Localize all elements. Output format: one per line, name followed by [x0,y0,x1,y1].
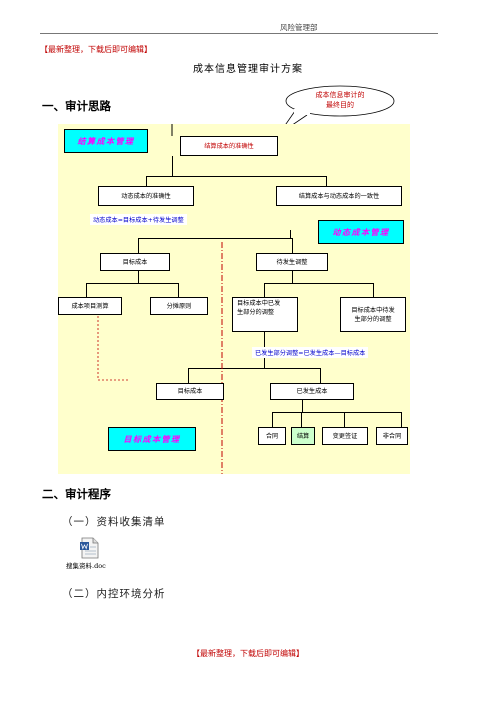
callout-line-1: 成本信息审计的 [315,91,365,99]
label-dynamic-cost-mgmt: 动态成本管理 [318,220,404,244]
box-occurred-cost: 已发生成本 [270,383,354,400]
box-change-visa: 变更签证 [322,427,368,445]
connector [373,283,374,297]
pending-adjustment-line-1: 目标成本中待发 [351,306,395,314]
connector [344,412,345,427]
box-cost-item-calc: 成本项目测算 [58,297,122,315]
connector [320,368,321,383]
label-settlement-cost-mgmt: 结算成本管理 [64,129,148,153]
connector [138,238,139,253]
cost-audit-diagram: 结算成本管理 结算成本的准确性 动态成本的准确性 结算成本与动态成本的一致性 动… [58,124,410,474]
connector [138,271,139,283]
box-target-cost: 目标成本 [100,253,170,271]
box-pending-part-adjustment: 目标成本中待发 生部分的调整 [340,297,406,332]
box-non-contract: 非合同 [376,427,408,445]
section-heading-audit-procedure: 二、审计程序 [42,487,111,501]
occurred-adjustment-line-2: 生部分的调整 [237,309,275,316]
callout-text: 成本信息审计的 最终目的 [285,90,395,110]
connector [178,283,179,297]
document-title: 成本信息管理审计方案 [193,64,303,75]
pending-adjustment-line-2: 生部分的调整 [354,315,392,323]
subheading-data-collection: （一）资料收集清单 [62,516,166,528]
connector [138,238,293,239]
box-dynamic-accuracy: 动态成本的准确性 [98,186,194,206]
box-occurred-adjustment: 目标成本中已发 生部分的调整 [232,297,298,332]
connector [188,368,321,369]
attachment-filename[interactable]: 搜集资料.doc [66,562,106,570]
connector [86,283,87,297]
label-target-cost-mgmt: 目标成本管理 [108,427,196,451]
callout-bubble: 成本信息审计的 最终目的 [278,85,395,135]
formula-dynamic-cost: 动态成本=目标成本+待发生调整 [90,214,187,225]
box-pending-adjustment: 待发生调整 [256,253,328,271]
section-heading-audit-approach: 一、审计思路 [42,99,111,113]
callout-line-2: 最终目的 [326,101,354,109]
connector [188,368,189,383]
word-document-icon[interactable] [80,537,100,563]
box-consistency: 结算成本与动态成本的一致性 [276,186,402,206]
connector [172,156,173,176]
dashed-guides [97,124,223,474]
top-note: 【最新整理，下载后即可编辑】 [40,45,152,54]
box-target-cost-2: 目标成本 [156,383,224,400]
header-divider [40,33,438,34]
box-settlement-accuracy: 结算成本的准确性 [180,136,278,156]
footer-note: 【最新整理，下载后即可编辑】 [192,649,304,658]
box-contract: 合同 [258,427,286,445]
connector [302,400,303,412]
department-header: 风险管理部 [280,23,318,32]
connector [146,176,327,177]
connector [326,176,327,186]
connector [272,412,402,413]
connector [301,412,302,427]
connector [292,238,293,253]
connector [146,176,147,186]
connector [290,230,291,238]
connector [272,412,273,427]
connector [86,283,179,284]
formula-occurred-adjustment: 已发生部分调整=已发生成本—目标成本 [252,347,369,358]
box-allocation-principle: 分摊原则 [150,297,208,315]
box-settlement: 结算 [291,427,315,445]
connector [401,412,402,427]
connector [264,283,374,284]
subheading-internal-control: （二）内控环境分析 [62,588,166,600]
connector [264,283,265,297]
connector [292,271,293,283]
occurred-adjustment-line-1: 目标成本中已发 [237,300,281,307]
